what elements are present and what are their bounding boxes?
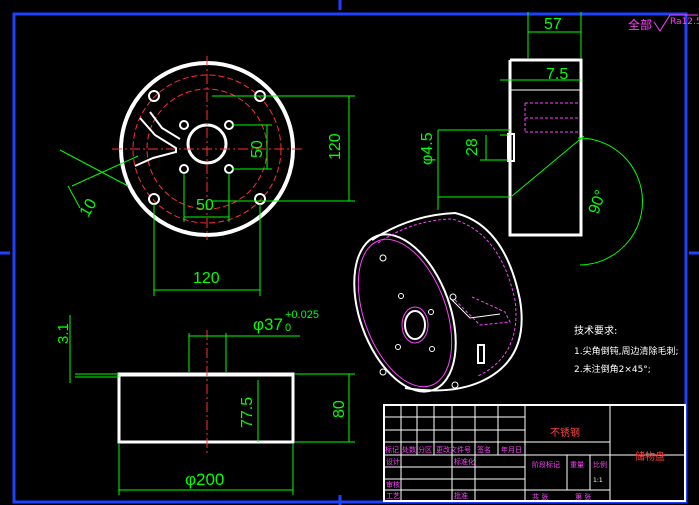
dim-3-1: 3.1	[55, 323, 72, 344]
dim-28: 28	[464, 138, 481, 156]
tech-req-line-1: 1.尖角倒钝,周边清除毛刺;	[574, 345, 678, 357]
title-material: 不锈钢	[550, 426, 580, 439]
tb-process: 工艺	[386, 492, 400, 500]
side-section-view	[437, 12, 643, 266]
dim-120-horizontal: 120	[193, 270, 220, 287]
roughness-value: Ra12.5	[670, 17, 699, 27]
drawing-border	[12, 12, 688, 504]
dim-120-vertical: 120	[327, 133, 344, 160]
dim-phi4-5: φ4.5	[419, 132, 436, 165]
front-view	[69, 315, 355, 495]
dim-77-5: 77.5	[239, 397, 256, 428]
tb-count: 处数	[402, 445, 416, 454]
top-view	[59, 56, 355, 296]
tb-scale-value: 1:1	[593, 477, 603, 484]
tb-designer: 设计	[386, 457, 400, 466]
tb-date: 年月日	[501, 445, 522, 454]
tb-checker: 审核	[386, 480, 400, 489]
tech-req-title: 技术要求:	[574, 324, 617, 337]
tb-standardize: 标准化	[454, 457, 475, 466]
isometric-view	[353, 211, 523, 393]
dim-90-degree: 90°	[586, 188, 610, 217]
tech-req-line-2: 2.未注倒角2×45°;	[574, 363, 651, 375]
tb-zone: 分区	[418, 445, 432, 454]
tb-mark: 标记	[385, 445, 399, 454]
tb-sign: 签名	[477, 445, 491, 454]
dim-phi37-tol-upper: +0.025	[285, 309, 319, 321]
title-block	[383, 404, 686, 502]
dim-57: 57	[544, 16, 562, 33]
tb-approve: 批准	[454, 491, 468, 500]
tb-sheets-total: 共 张	[532, 492, 548, 501]
roughness-label: 全部	[628, 17, 652, 32]
dim-7-5: 7.5	[546, 66, 568, 83]
dim-50-horizontal: 50	[196, 197, 214, 214]
dim-80: 80	[331, 400, 348, 418]
tb-scale: 比例	[593, 460, 607, 469]
title-part-name: 储物盘	[635, 450, 665, 463]
technical-requirements: 技术要求: 1.尖角倒钝,周边清除毛刺; 2.未注倒角2×45°;	[574, 324, 678, 375]
dim-phi200: φ200	[185, 470, 224, 489]
tb-stage: 阶段标记	[532, 460, 560, 469]
dim-phi37-tol-lower: 0	[285, 322, 291, 334]
dim-phi37: φ37	[253, 315, 283, 334]
tb-docno: 更改文件号	[436, 445, 471, 454]
tb-weight: 重量	[570, 461, 584, 469]
dim-50-vertical: 50	[249, 140, 266, 158]
roughness-symbol: 全部 Ra12.5	[628, 14, 699, 32]
dim-10: 10	[77, 196, 101, 220]
tb-sheet-no: 第 张	[575, 492, 591, 501]
